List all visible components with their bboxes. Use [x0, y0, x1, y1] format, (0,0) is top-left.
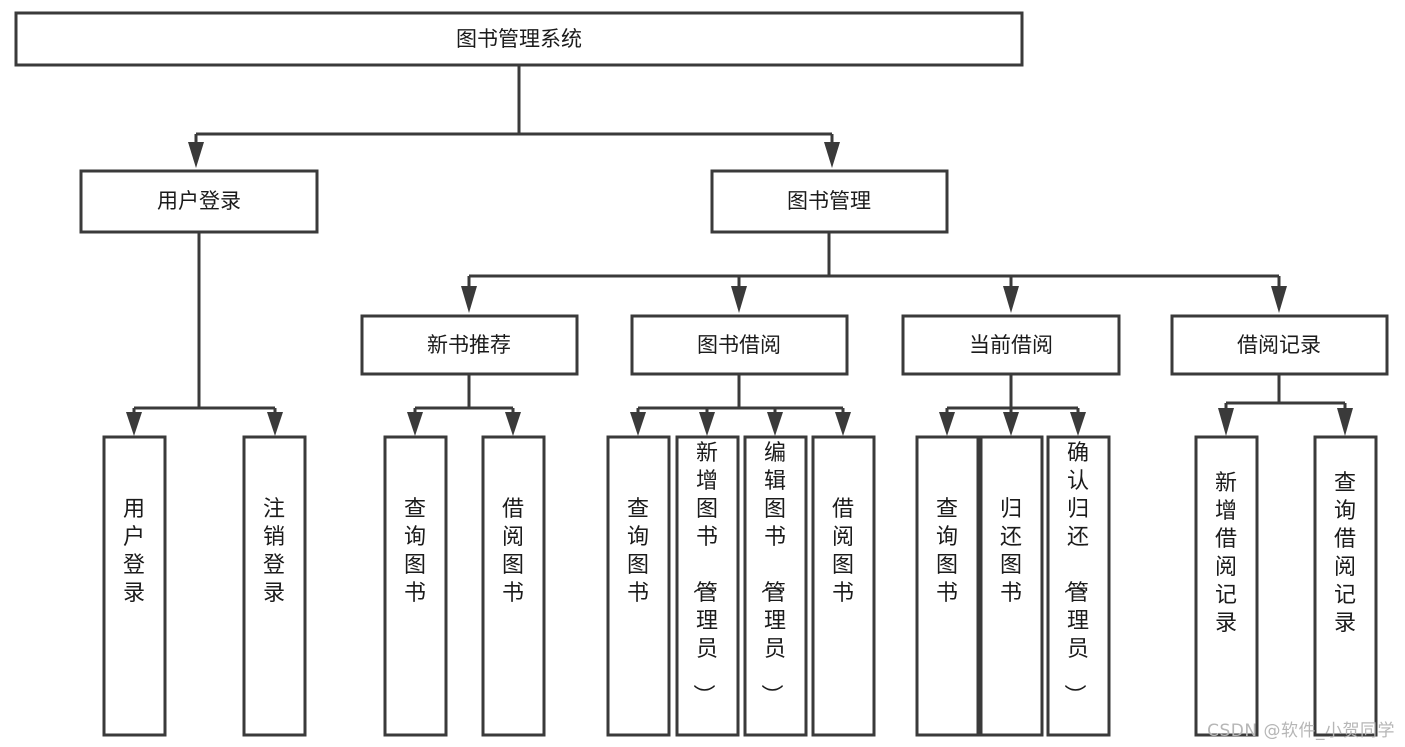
- node-book-management[interactable]: 图书管理: [710, 169, 949, 234]
- connector-bookborrow-to-leaves: [630, 374, 851, 436]
- leaf-currentborrow-confirm[interactable]: 确认归还（管理员）: [1046, 435, 1111, 737]
- connector-borrowrecord-to-leaves: [1218, 374, 1353, 436]
- leaf-bookborrow-add[interactable]: 新增图书（管理员）: [675, 435, 740, 737]
- leaf-borrowrecord-add[interactable]: 新增借阅记录: [1194, 435, 1259, 737]
- leaf-bookborrow-query-label: 查询图书: [627, 497, 649, 606]
- leaf-newbook-borrow-label: 借阅图书: [502, 497, 524, 606]
- leaf-newbook-query[interactable]: 查询图书: [383, 435, 448, 737]
- connector-currentborrow-to-leaves: [939, 374, 1086, 436]
- node-current-borrow[interactable]: 当前借阅: [901, 314, 1121, 376]
- connector-newbook-to-leaves: [407, 374, 521, 436]
- node-current-borrow-label: 当前借阅: [969, 333, 1053, 357]
- node-root[interactable]: 图书管理系统: [14, 11, 1024, 67]
- leaf-bookborrow-edit-label: 编辑图书（管理员）: [758, 441, 786, 706]
- leaf-user-login-login-label: 用户登录: [123, 497, 145, 606]
- leaf-bookborrow-borrow-label: 借阅图书: [832, 497, 854, 606]
- node-user-login[interactable]: 用户登录: [79, 169, 319, 234]
- node-book-management-label: 图书管理: [787, 189, 871, 213]
- leaf-bookborrow-edit[interactable]: 编辑图书（管理员）: [743, 435, 808, 737]
- leaf-bookborrow-query[interactable]: 查询图书: [606, 435, 671, 737]
- node-new-book-recommend[interactable]: 新书推荐: [360, 314, 579, 376]
- leaf-borrowrecord-add-label: 新增借阅记录: [1215, 471, 1237, 636]
- connector-bookmgmt-to-level3: [461, 232, 1287, 313]
- leaf-user-login-logout[interactable]: 注销登录: [242, 435, 307, 737]
- leaf-currentborrow-confirm-label: 确认归还（管理员）: [1061, 441, 1089, 706]
- node-borrow-record[interactable]: 借阅记录: [1170, 314, 1389, 376]
- node-book-borrow-label: 图书借阅: [697, 333, 781, 357]
- leaf-borrowrecord-query[interactable]: 查询借阅记录: [1313, 435, 1378, 737]
- leaf-newbook-query-label: 查询图书: [404, 497, 426, 606]
- leaf-user-login-login[interactable]: 用户登录: [102, 435, 167, 737]
- connector-userlogin-to-leaves: [126, 232, 283, 436]
- node-new-book-recommend-label: 新书推荐: [427, 333, 511, 357]
- leaf-user-login-logout-label: 注销登录: [263, 497, 285, 606]
- leaf-currentborrow-query[interactable]: 查询图书: [915, 435, 980, 737]
- leaf-borrowrecord-query-label: 查询借阅记录: [1334, 471, 1356, 636]
- node-book-borrow[interactable]: 图书借阅: [630, 314, 849, 376]
- leaf-currentborrow-query-label: 查询图书: [936, 497, 958, 606]
- leaf-currentborrow-return-label: 归还图书: [1000, 497, 1022, 606]
- leaf-bookborrow-add-label: 新增图书（管理员）: [690, 441, 718, 706]
- leaf-newbook-borrow[interactable]: 借阅图书: [481, 435, 546, 737]
- leaf-currentborrow-return[interactable]: 归还图书: [979, 435, 1044, 737]
- node-borrow-record-label: 借阅记录: [1237, 333, 1321, 357]
- node-root-label: 图书管理系统: [456, 27, 582, 51]
- node-user-login-label: 用户登录: [157, 189, 241, 213]
- leaf-bookborrow-borrow[interactable]: 借阅图书: [811, 435, 876, 737]
- connector-root-to-level2: [188, 65, 840, 168]
